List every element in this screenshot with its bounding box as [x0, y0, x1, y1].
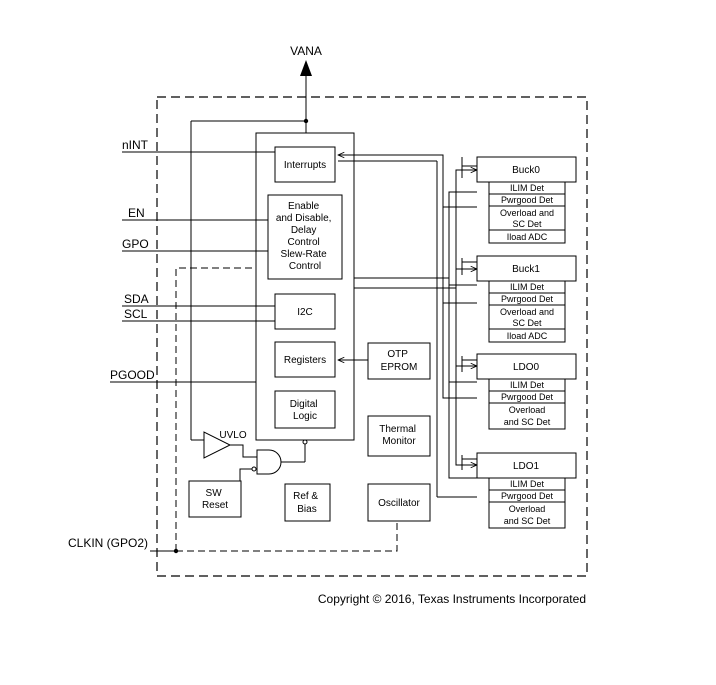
- buck1-overload-label: Overload and: [500, 307, 554, 317]
- vana-label: VANA: [290, 44, 322, 58]
- uvlo-label: UVLO: [219, 430, 246, 441]
- sw-reset-block: [188, 480, 242, 518]
- ldo0-label: LDO0: [513, 362, 540, 373]
- pin-clkin: CLKIN (GPO2): [68, 536, 179, 554]
- pin-en: EN: [122, 206, 268, 221]
- registers-label: Registers: [284, 355, 326, 366]
- chip-boundary: [156, 96, 588, 577]
- ref-bias-label: Ref & Bias: [293, 491, 321, 515]
- thermal-monitor-label: Thermal Monitor: [379, 424, 418, 447]
- buck0-overload-label: Overload and: [500, 208, 554, 218]
- enable-control-label: Enable and Disable, Delay Control Slew-R…: [276, 201, 334, 272]
- ldo0-regulator: LDO0 ILIM Det Pwrgood Det Overload and S…: [476, 353, 577, 430]
- pin-sda: SDA: [122, 292, 275, 307]
- sw-reset-label: SW Reset: [202, 488, 228, 511]
- ref-bias-block: [284, 483, 331, 522]
- ldo1-regulator: LDO1 ILIM Det Pwrgood Det Overload and S…: [476, 452, 577, 529]
- clock-domain-boundary-bottom: [176, 521, 398, 552]
- ldo1-pwrgood-label: Pwrgood Det: [501, 491, 554, 501]
- ldo1-sc-label: and SC Det: [504, 516, 551, 526]
- vana-arrow-icon: [300, 60, 312, 76]
- buck0-ilim-label: ILIM Det: [510, 183, 545, 193]
- buck1-pwrgood-label: Pwrgood Det: [501, 294, 554, 304]
- digital-logic-block: [274, 390, 336, 429]
- ldo0-pwrgood-label: Pwrgood Det: [501, 392, 554, 402]
- buck1-iload-label: Iload ADC: [507, 331, 548, 341]
- otp-eprom-block: [367, 342, 431, 380]
- otp-eprom-label: OTP EPROM: [381, 349, 418, 373]
- ldo0-ilim-label: ILIM Det: [510, 380, 545, 390]
- pin-scl: SCL: [122, 307, 275, 322]
- and-gate-icon: [256, 449, 282, 475]
- interrupts-block: [274, 146, 336, 183]
- and-output-bubble-icon: [302, 439, 308, 445]
- buck1-block: [476, 255, 577, 282]
- vana-pin: VANA: [290, 44, 322, 124]
- ldo0-overload-label: Overload: [509, 405, 546, 415]
- nint-label: nINT: [122, 138, 149, 152]
- registers-block: [274, 341, 336, 378]
- gpo-label: GPO: [122, 237, 149, 251]
- ldo1-overload-label: Overload: [509, 504, 546, 514]
- buck0-regulator: Buck0 ILIM Det Pwrgood Det Overload and …: [476, 156, 577, 244]
- oscillator-block: [367, 483, 431, 522]
- uvlo-comparator-icon: [203, 431, 232, 459]
- buck0-pwrgood-label: Pwrgood Det: [501, 195, 554, 205]
- buck0-iload-label: Iload ADC: [507, 232, 548, 242]
- enable-control-block: [267, 194, 343, 280]
- scl-label: SCL: [124, 307, 148, 321]
- clkin-label: CLKIN (GPO2): [68, 536, 148, 550]
- buck0-block: [476, 156, 577, 183]
- pin-nint: nINT: [122, 138, 275, 153]
- buck1-label: Buck1: [512, 264, 540, 275]
- buck0-sc-label: SC Det: [512, 219, 542, 229]
- sda-label: SDA: [124, 292, 149, 306]
- clock-domain-boundary-left: [175, 267, 256, 551]
- oscillator-label: Oscillator: [378, 498, 420, 509]
- interrupt-bus-arrow: [338, 155, 444, 207]
- buck0-label: Buck0: [512, 165, 540, 176]
- ldo1-label: LDO1: [513, 461, 540, 472]
- ldo1-ilim-label: ILIM Det: [510, 479, 545, 489]
- i2c-block: [274, 293, 336, 330]
- buck1-ilim-label: ILIM Det: [510, 282, 545, 292]
- ldo0-block: [476, 353, 577, 380]
- pin-pgood: PGOOD: [110, 368, 256, 383]
- pgood-label: PGOOD: [110, 368, 155, 382]
- buck1-regulator: Buck1 ILIM Det Pwrgood Det Overload and …: [476, 255, 577, 343]
- sw-reset-bubble-icon: [251, 466, 257, 472]
- ldo0-sc-label: and SC Det: [504, 417, 551, 427]
- digital-logic-label: Digital Logic: [290, 399, 321, 422]
- copyright-text: Copyright © 2016, Texas Instruments Inco…: [318, 592, 586, 606]
- buck1-sc-label: SC Det: [512, 318, 542, 328]
- control-core: [255, 132, 355, 441]
- interrupts-label: Interrupts: [284, 160, 326, 171]
- pin-gpo: GPO: [122, 237, 268, 252]
- thermal-monitor-block: [367, 415, 431, 457]
- en-label: EN: [128, 206, 145, 220]
- i2c-label: I2C: [297, 307, 313, 318]
